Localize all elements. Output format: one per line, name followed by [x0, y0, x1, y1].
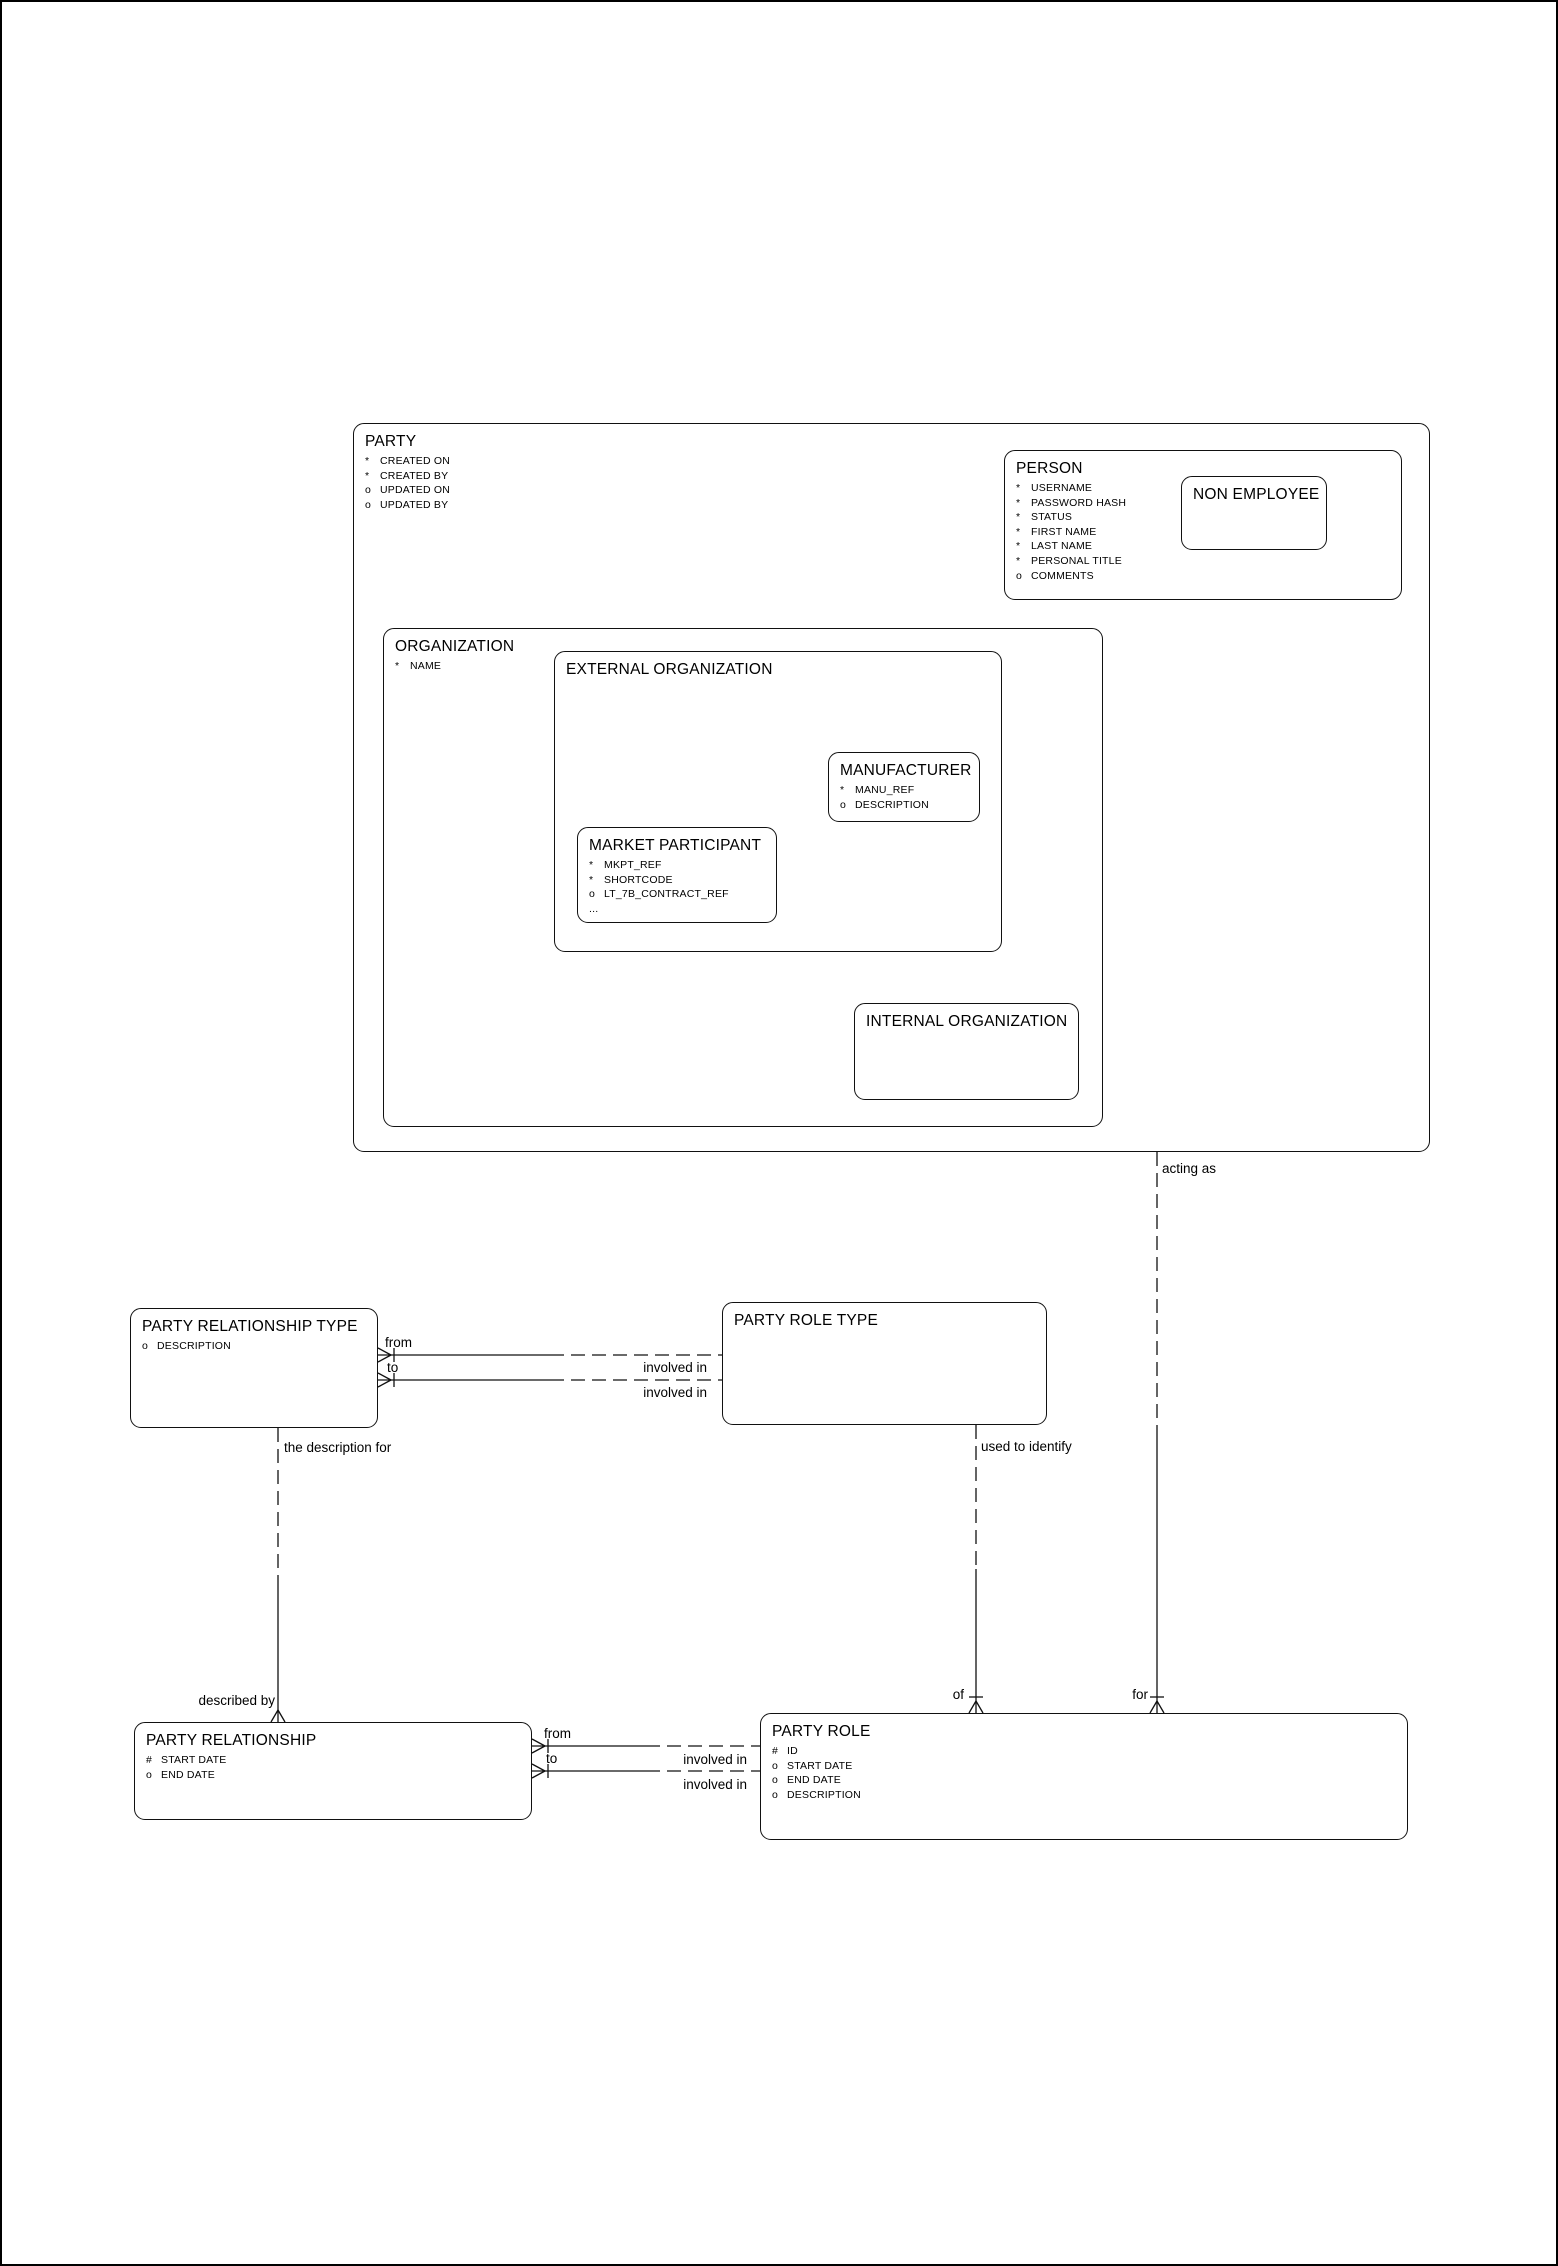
attribute-row: *NAME: [395, 660, 442, 672]
relationship-described-by[interactable]: [270, 1428, 286, 1723]
relationship-label-described-by: described by: [198, 1693, 275, 1708]
attribute-row: *CREATED ON: [365, 455, 451, 467]
relationship-label-type-to: to: [387, 1360, 399, 1375]
entity-title: ORGANIZATION: [395, 638, 515, 655]
entity-title: PARTY ROLE: [772, 1723, 871, 1740]
entity-title: MARKET PARTICIPANT: [589, 837, 762, 854]
attribute-row: *MANU_REF: [840, 784, 915, 796]
relationship-label-type-involved-in-2: involved in: [643, 1385, 707, 1400]
relationship-from[interactable]: [531, 1738, 760, 1754]
attribute-row: *PERSONAL TITLE: [1016, 554, 1122, 567]
entity-title: PARTY: [365, 433, 417, 450]
crow-foot-icon: [531, 1763, 546, 1779]
entity-title: INTERNAL ORGANIZATION: [866, 1013, 1068, 1030]
attribute-row: *USERNAME: [1016, 482, 1093, 494]
entity-party-role-type[interactable]: PARTY ROLE TYPE: [722, 1302, 1047, 1425]
relationship-type-to[interactable]: [377, 1372, 722, 1388]
relationship-label-of: of: [952, 1687, 964, 1702]
entity-title: MANUFACTURER: [840, 762, 972, 779]
crow-foot-icon: [270, 1709, 286, 1723]
attribute-row: ...: [589, 902, 599, 915]
crow-foot-icon: [377, 1372, 392, 1388]
relationship-label-the-description-for: the description for: [284, 1440, 392, 1455]
relationship-label-rel-involved-in-1: involved in: [683, 1752, 747, 1767]
entity-title: PERSON: [1016, 460, 1083, 477]
relationship-type-from[interactable]: [377, 1347, 722, 1363]
attribute-row: *LAST NAME: [1016, 540, 1093, 553]
entity-non-employee[interactable]: NON EMPLOYEE: [1181, 476, 1327, 550]
relationship-label-rel-from: from: [544, 1726, 571, 1741]
relationship-acting-as[interactable]: [1149, 1152, 1165, 1714]
attribute-row: *SHORTCODE: [589, 873, 673, 886]
attribute-row: #ID: [772, 1745, 798, 1757]
attribute-row: *FIRST NAME: [1016, 525, 1097, 538]
crow-foot-icon: [968, 1700, 984, 1714]
entity-title: EXTERNAL ORGANIZATION: [566, 661, 773, 678]
crow-foot-icon: [377, 1347, 392, 1363]
entity-internal-organization[interactable]: INTERNAL ORGANIZATION: [854, 1003, 1079, 1100]
attribute-row: *PASSWORD HASH: [1016, 496, 1127, 509]
relationship-label-used-to-identify: used to identify: [981, 1439, 1072, 1454]
relationship-label-rel-to: to: [546, 1751, 558, 1766]
entity-title: PARTY ROLE TYPE: [734, 1312, 878, 1329]
attribute-row: *MKPT_REF: [589, 859, 662, 871]
relationship-label-rel-involved-in-2: involved in: [683, 1777, 747, 1792]
crow-foot-icon: [1149, 1700, 1165, 1714]
entity-title: PARTY RELATIONSHIP: [146, 1732, 317, 1749]
attribute-row: *STATUS: [1016, 511, 1073, 524]
relationship-label-type-from: from: [385, 1335, 412, 1350]
crow-foot-icon: [531, 1738, 546, 1754]
attribute-row: *CREATED BY: [365, 469, 449, 482]
relationship-label-for: for: [1132, 1687, 1148, 1702]
relationship-used-to-identify[interactable]: [968, 1425, 984, 1714]
relationship-to[interactable]: [531, 1763, 760, 1779]
entity-market-participant[interactable]: MARKET PARTICIPANT *MKPT_REF *SHORTCODE …: [577, 827, 777, 923]
entity-title: NON EMPLOYEE: [1193, 486, 1320, 503]
attribute-list: *NAME: [395, 659, 1098, 674]
relationship-label-acting-as: acting as: [1162, 1161, 1217, 1176]
relationship-label-type-involved-in-1: involved in: [643, 1360, 707, 1375]
attribute-list: *USERNAME *PASSWORD HASH *STATUS *FIRST …: [1016, 481, 1397, 583]
attribute-row: #START DATE: [146, 1754, 227, 1766]
entity-title: PARTY RELATIONSHIP TYPE: [142, 1318, 358, 1335]
